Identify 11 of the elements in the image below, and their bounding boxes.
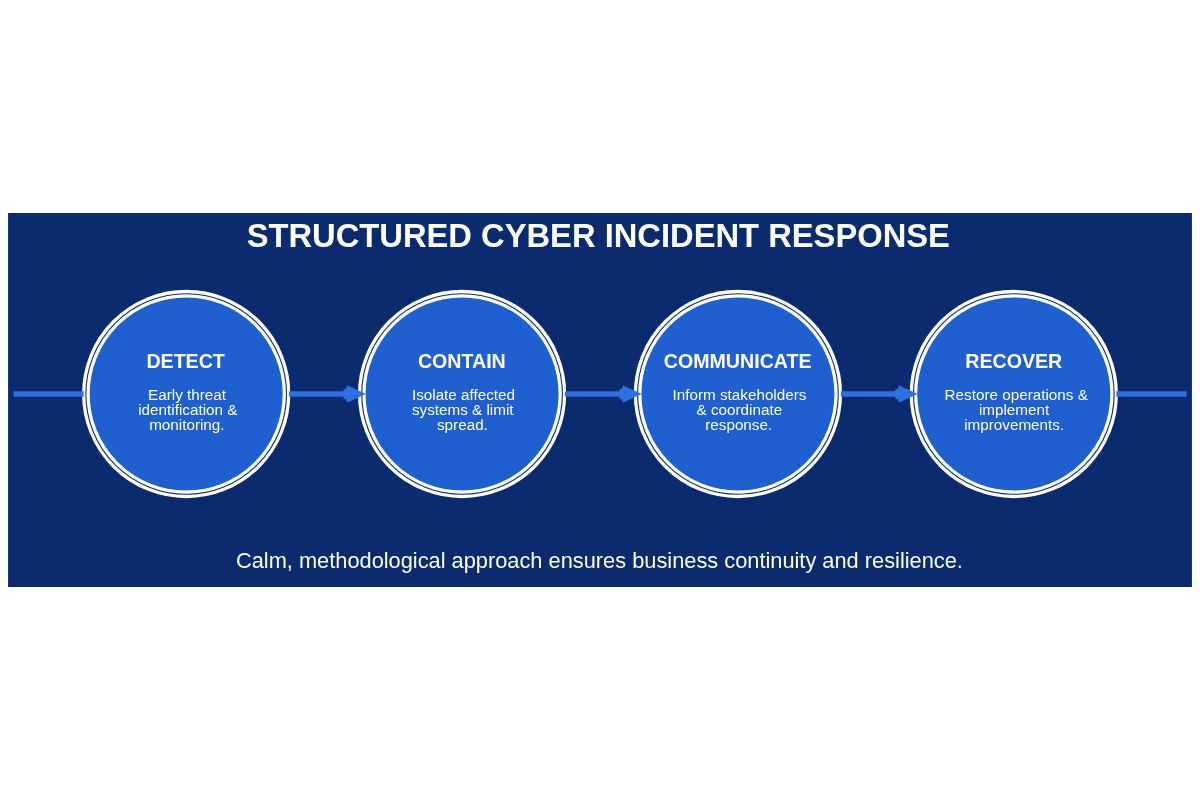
node-circle: CONTAIN Isolate affected systems & limit spread. <box>357 289 567 499</box>
node-circle: COMMUNICATE Inform stakeholders & coordinate response. <box>633 289 843 499</box>
arrow <box>289 385 363 403</box>
arrow <box>565 385 639 403</box>
connector <box>13 391 84 397</box>
arrow <box>840 385 915 403</box>
connector <box>1116 391 1187 397</box>
node-circle: RECOVER Restore operations & implement improvements. <box>909 289 1118 499</box>
node-circle: DETECT Early threat identification & monitoring. <box>82 289 291 499</box>
caption: Calm, methodological approach ensures business continuity and resilience. <box>235 548 963 574</box>
diagram-title: STRUCTURED CYBER INCIDENT RESPONSE <box>246 216 950 254</box>
